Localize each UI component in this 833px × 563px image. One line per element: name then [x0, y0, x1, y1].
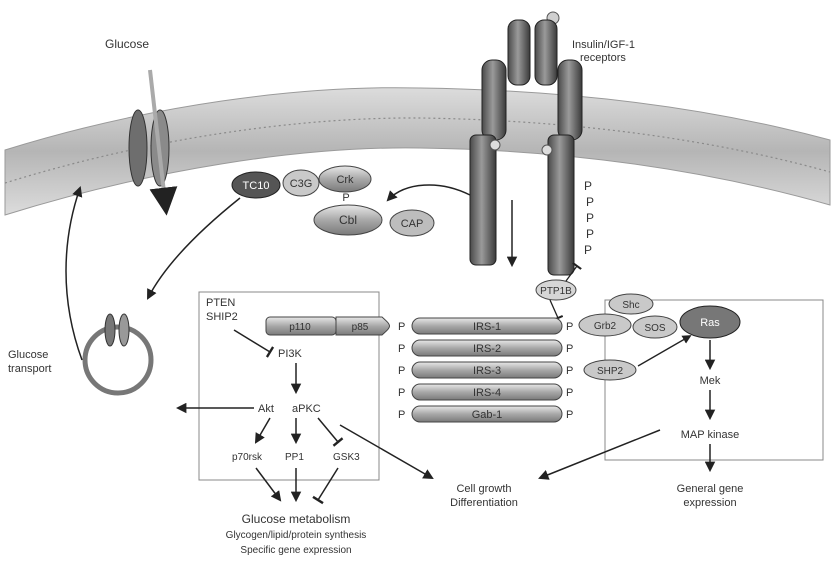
svg-text:p85: p85 — [352, 322, 369, 333]
svg-text:P: P — [566, 409, 573, 421]
pten-label: PTEN — [206, 297, 235, 309]
receptor-label-line1: Insulin/IGF-1 — [572, 39, 635, 51]
svg-text:P: P — [398, 321, 405, 333]
glucose-transport-label-1: Glucose — [8, 349, 48, 361]
svg-text:IRS-4: IRS-4 — [473, 387, 501, 399]
mapk-to-cell-growth-arrow — [540, 430, 660, 478]
gab1-row: P Gab-1 P — [398, 406, 573, 422]
pten-inhibits-pi3k — [234, 330, 270, 352]
vesicle-to-membrane-arrow — [66, 188, 82, 360]
svg-text:IRS-2: IRS-2 — [473, 343, 501, 355]
svg-text:P: P — [342, 192, 349, 204]
mapk-label: MAP kinase — [681, 429, 740, 441]
metabolism-line1: Glucose metabolism — [242, 512, 351, 526]
ship2-label: SHIP2 — [206, 311, 238, 323]
glucose-transport-label-2: transport — [8, 363, 51, 375]
metabolism-line2: Glycogen/lipid/protein synthesis — [226, 530, 367, 541]
grb2-label: Grb2 — [594, 321, 617, 332]
tc10-to-vesicle-arrow — [148, 198, 240, 298]
svg-text:P: P — [586, 195, 594, 209]
pi3k-label: PI3K — [278, 348, 303, 360]
akt-to-p70rsk — [256, 418, 270, 442]
irs1-row: P IRS-1 P — [398, 318, 573, 334]
receptor-to-cbl-arrow — [388, 185, 470, 200]
svg-text:C3G: C3G — [290, 178, 313, 190]
irs2-row: P IRS-2 P — [398, 340, 573, 356]
svg-text:P: P — [584, 179, 592, 193]
gene-expr-line1: General gene — [677, 483, 744, 495]
glucose-label: Glucose — [105, 37, 149, 51]
receptor-phospho-sites: P P P P P — [584, 179, 594, 257]
svg-text:P: P — [398, 409, 405, 421]
svg-text:IRS-3: IRS-3 — [473, 365, 501, 377]
sos-label: SOS — [644, 323, 665, 334]
shc-label: Shc — [622, 300, 639, 311]
svg-text:P: P — [398, 365, 405, 377]
svg-text:P: P — [586, 227, 594, 241]
syp-label: SHP2 — [597, 366, 624, 377]
ras-label: Ras — [700, 317, 720, 329]
ptp1b-inhibits-irs — [550, 300, 558, 318]
svg-text:P: P — [566, 321, 573, 333]
akt-label: Akt — [258, 403, 274, 415]
irs-proteins: P IRS-1 P P IRS-2 P P IRS-3 P P IRS-4 P … — [398, 318, 573, 422]
p70rsk-to-metab — [256, 468, 280, 500]
svg-text:P: P — [398, 343, 405, 355]
svg-text:P: P — [566, 387, 573, 399]
irs3-row: P IRS-3 P — [398, 362, 573, 378]
svg-text:Crk: Crk — [336, 174, 354, 186]
cbl-cap-complex: TC10 C3G Crk P Cbl CAP — [232, 166, 434, 236]
svg-text:P: P — [584, 243, 592, 257]
svg-text:Gab-1: Gab-1 — [472, 409, 503, 421]
gsk3-inhibits-metab — [318, 468, 338, 500]
svg-text:TC10: TC10 — [243, 180, 270, 192]
apkc-label: aPKC — [292, 403, 321, 415]
svg-text:P: P — [586, 211, 594, 225]
gsk3-label: GSK3 — [333, 452, 360, 463]
irs4-row: P IRS-4 P — [398, 384, 573, 400]
glucose-transport-vesicle — [85, 314, 151, 393]
svg-text:CAP: CAP — [401, 218, 424, 230]
svg-text:p110: p110 — [289, 322, 311, 333]
cell-growth-line2: Differentiation — [450, 497, 518, 509]
pp1-label: PP1 — [285, 452, 304, 463]
gene-expr-line2: expression — [683, 497, 736, 509]
svg-text:P: P — [566, 365, 573, 377]
akt-inhibits-gsk3 — [318, 418, 338, 442]
svg-text:Cbl: Cbl — [339, 213, 357, 227]
svg-text:P: P — [398, 387, 405, 399]
syp-to-ras-arrow — [638, 336, 690, 366]
mek-label: Mek — [700, 375, 721, 387]
pi3k-subunits: p110 p85 — [266, 317, 390, 335]
svg-text:IRS-1: IRS-1 — [473, 321, 501, 333]
cell-growth-line1: Cell growth — [456, 483, 511, 495]
ptp1b-label: PTP1B — [540, 286, 572, 297]
metabolism-line3: Specific gene expression — [240, 545, 351, 556]
receptor-label-line2: receptors — [580, 52, 626, 64]
p70rsk-label: p70rsk — [232, 452, 263, 463]
svg-text:P: P — [566, 343, 573, 355]
